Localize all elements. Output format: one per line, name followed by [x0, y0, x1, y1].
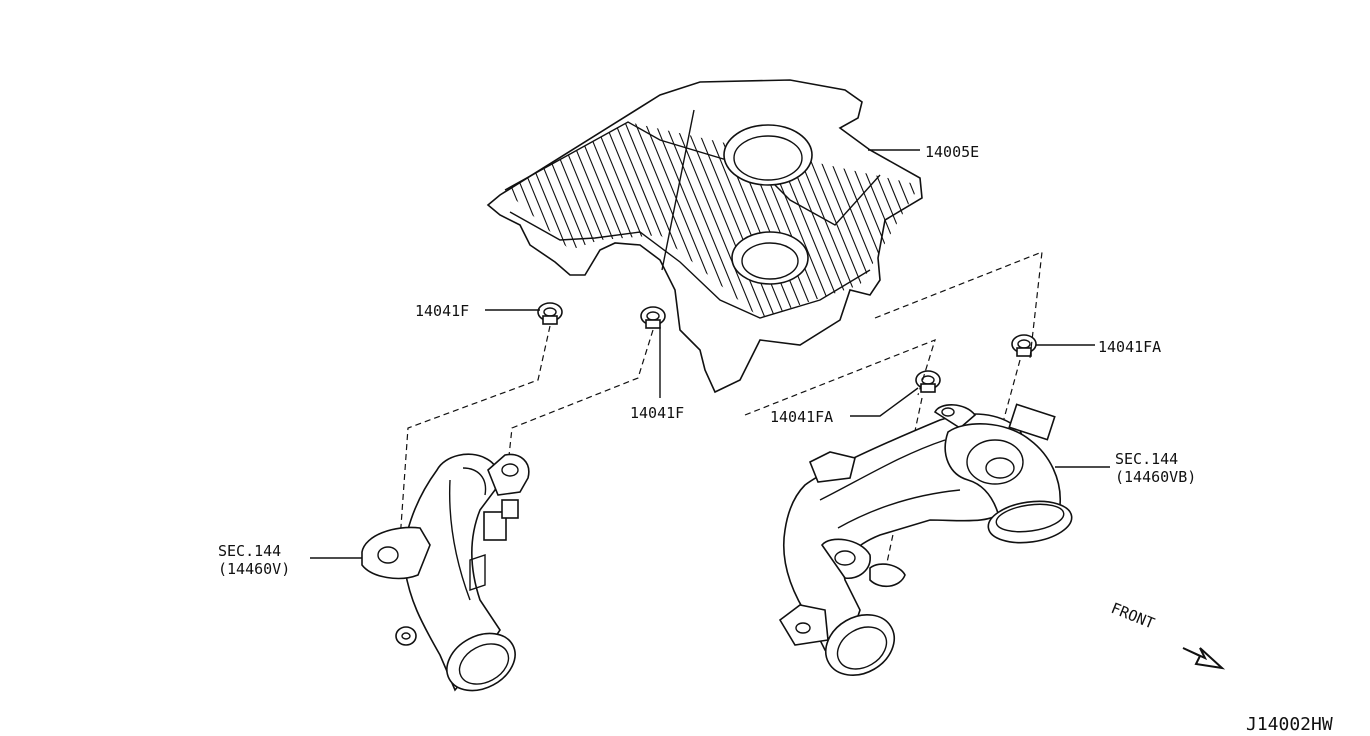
cover-rib-line: [699, 122, 791, 318]
cover-hole-lower: [731, 231, 809, 285]
label-clip-14041F-center: 14041F: [630, 404, 684, 422]
engine-cover: [486, 79, 923, 394]
label-diagram-code: J14002HW: [1246, 714, 1333, 735]
clip-14041F-left: [537, 302, 563, 325]
cover-hole-upper: [723, 124, 813, 186]
clip-14041FA-center: [915, 370, 941, 393]
label-clip-14041FA-center: 14041FA: [770, 408, 833, 426]
label-cover-14005E: 14005E: [925, 143, 979, 161]
label-left-pipe-part: (14460V): [218, 560, 290, 578]
cover-rib-line: [669, 122, 761, 318]
front-arrow-icon: [1182, 647, 1226, 670]
cover-rib-line: [659, 122, 751, 318]
clip-14041F-center: [640, 306, 666, 329]
label-front: FRONT: [1109, 599, 1158, 633]
right-intake-pipe: [778, 403, 1073, 676]
label-right-pipe-part: (14460VB): [1115, 468, 1196, 486]
cover-rib-line: [679, 122, 771, 318]
clip-14041FA-right: [1011, 334, 1037, 357]
label-left-pipe-sec: SEC.144: [218, 542, 281, 560]
cover-rib-line: [689, 122, 781, 318]
label-clip-14041FA-right: 14041FA: [1098, 338, 1161, 356]
left-intake-pipe: [361, 453, 530, 692]
label-right-pipe-sec: SEC.144: [1115, 450, 1178, 468]
label-clip-14041F-left: 14041F: [415, 302, 469, 320]
